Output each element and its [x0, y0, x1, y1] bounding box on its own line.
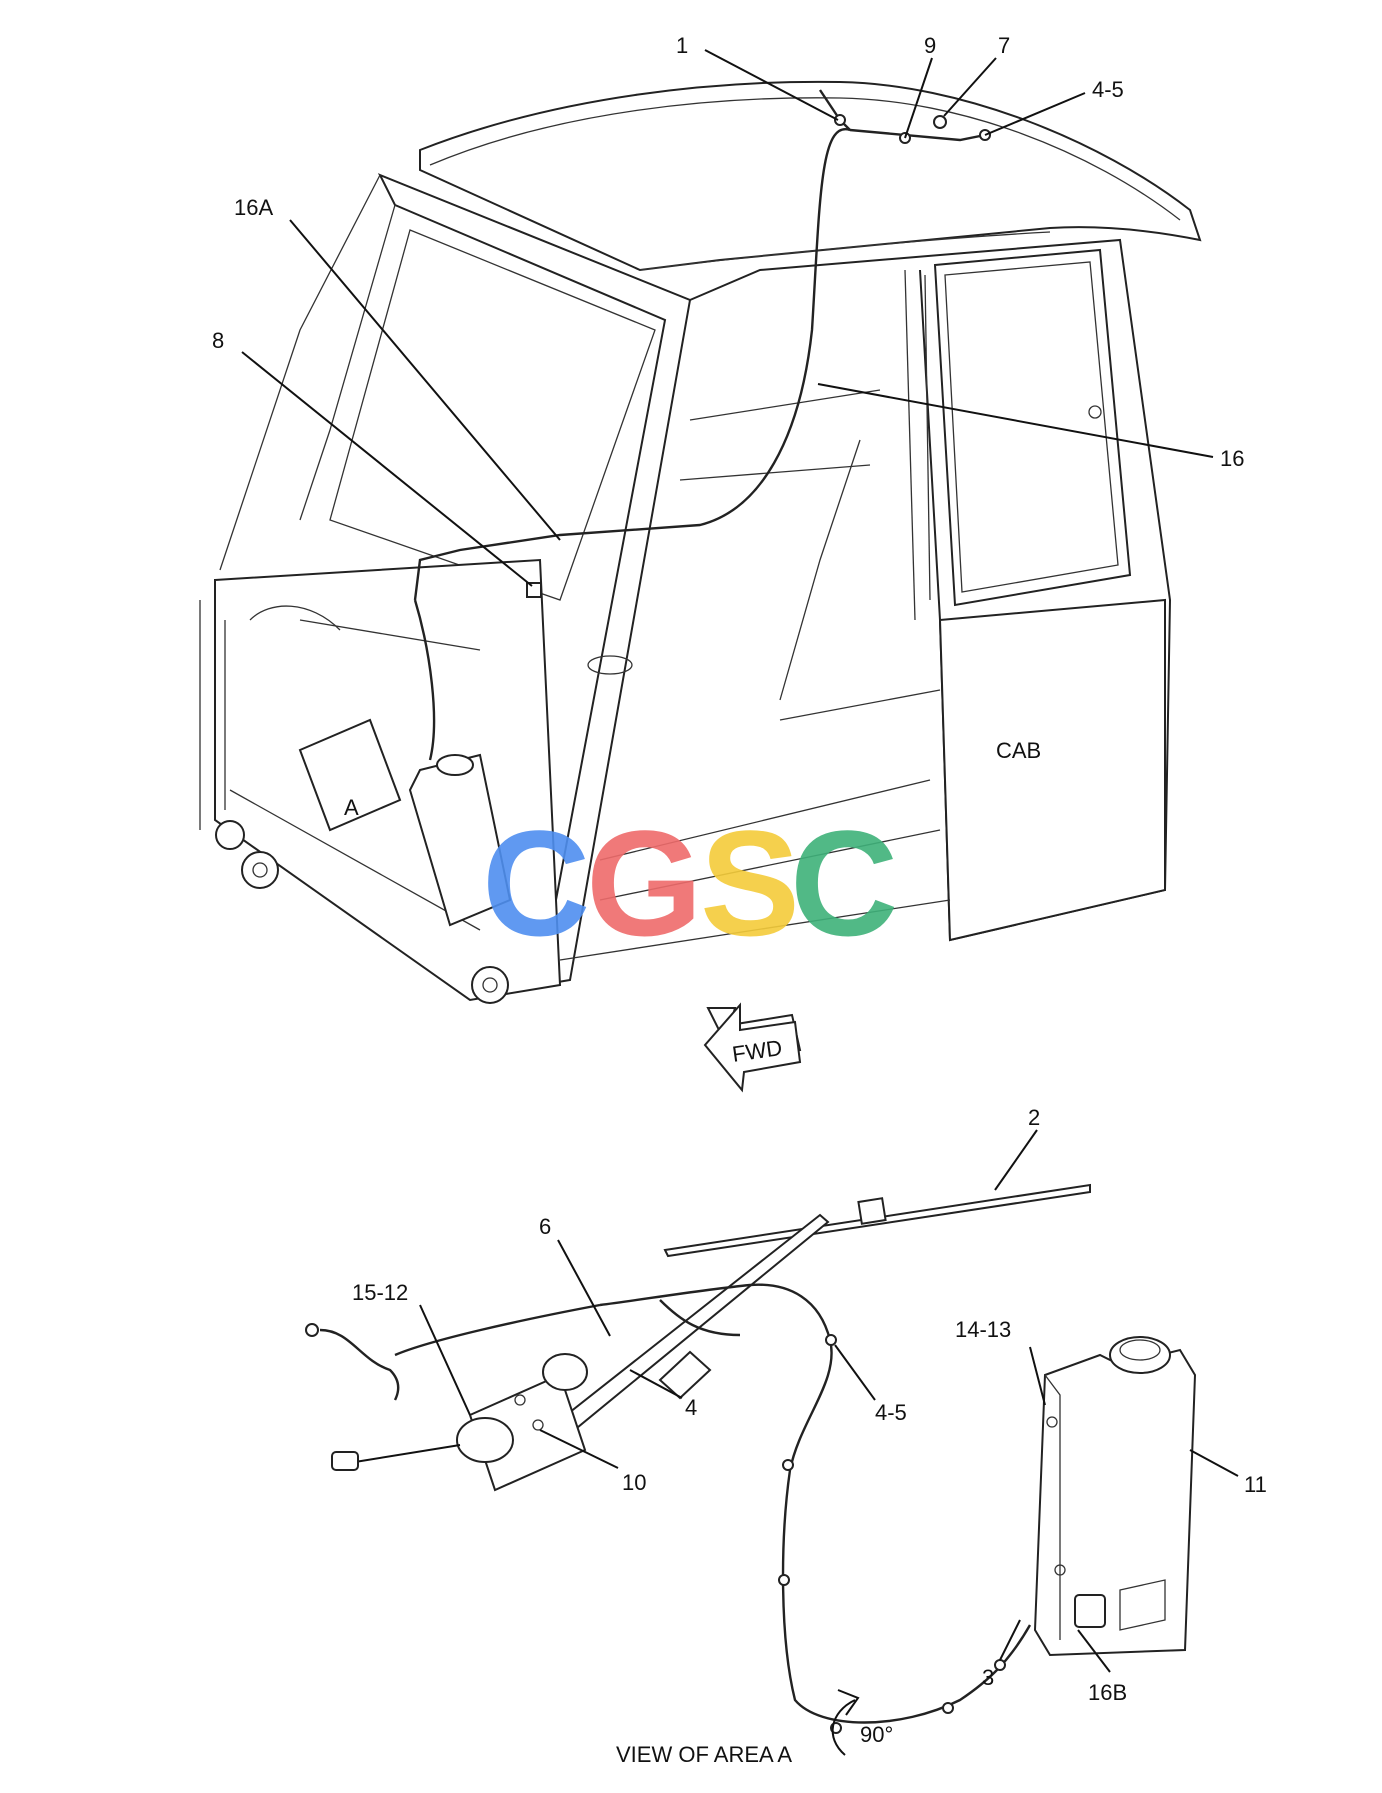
- callout-14-13: 14-13: [955, 1317, 1011, 1342]
- view-caption: VIEW OF AREA A: [616, 1742, 792, 1767]
- callout-15-12: 15-12: [352, 1280, 408, 1305]
- callout-7: 7: [998, 33, 1010, 58]
- forward-arrow: FWD: [703, 1002, 802, 1093]
- callout-11: 11: [1244, 1472, 1267, 1497]
- callout-16b: 16B: [1088, 1680, 1127, 1705]
- watermark-letter-s: S: [700, 799, 800, 967]
- callout-9: 9: [924, 33, 936, 58]
- watermark-letter-c1: C: [482, 799, 590, 967]
- cab-assembly: [199, 80, 1202, 1004]
- callout-3: 3: [982, 1665, 994, 1690]
- callout-6: 6: [539, 1214, 551, 1239]
- callout-10: 10: [622, 1470, 646, 1495]
- leader-lines: [241, 49, 1239, 1673]
- callout-16: 16: [1220, 446, 1244, 471]
- watermark: C G S C: [482, 799, 898, 967]
- rotation-label: 90°: [860, 1722, 893, 1747]
- callout-4: 4: [685, 1395, 697, 1420]
- area-a-marker: A: [344, 795, 359, 820]
- callout-2: 2: [1028, 1105, 1040, 1130]
- callout-4-5-bottom: 4-5: [875, 1400, 907, 1425]
- area-a-detail: [305, 1183, 1197, 1756]
- callout-1: 1: [676, 33, 688, 58]
- callout-4-5-top: 4-5: [1092, 77, 1124, 102]
- callout-8: 8: [212, 328, 224, 353]
- cab-label: CAB: [996, 738, 1041, 763]
- watermark-letter-c2: C: [790, 799, 898, 967]
- callout-16a: 16A: [234, 195, 273, 220]
- callout-labels: 1 9 7 4-5 16A 8 16 2 6 15-12 4 4-5 10 14…: [212, 33, 1267, 1705]
- watermark-letter-g: G: [586, 799, 703, 967]
